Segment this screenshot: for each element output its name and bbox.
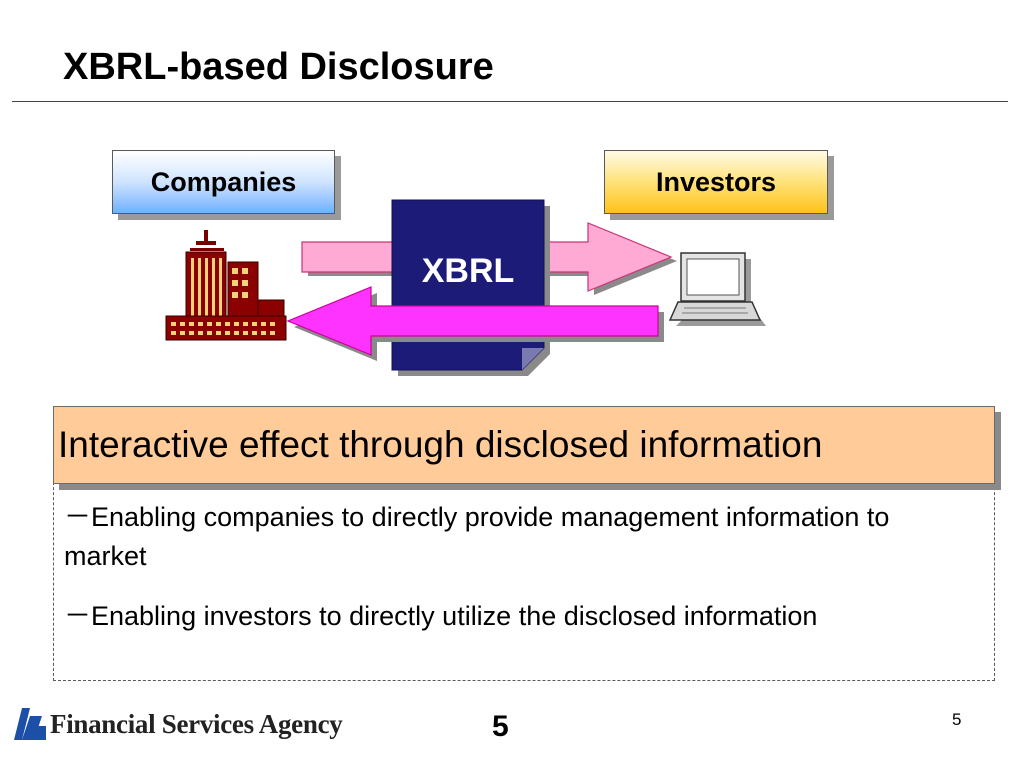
laptop-icon <box>668 252 766 326</box>
investors-label: Investors <box>604 150 828 214</box>
org-name: Financial Services Agency <box>50 709 343 739</box>
title-divider <box>12 101 1008 102</box>
bullet-item: －Enabling investors to directly utilize … <box>64 597 964 636</box>
bullet-text: Enabling companies to directly provide m… <box>64 502 890 571</box>
fsa-logo-icon <box>14 708 46 740</box>
bullet-text: Enabling investors to directly utilize t… <box>91 601 818 631</box>
headline-text: Interactive effect through disclosed inf… <box>58 424 823 465</box>
xbrl-label: XBRL <box>421 252 515 290</box>
arrow-to-companies <box>286 286 664 361</box>
bullet-dash: － <box>64 502 91 533</box>
slide-number: 5 <box>952 710 962 729</box>
bullet-dash: － <box>64 601 91 632</box>
bullet-item: －Enabling companies to directly provide … <box>64 498 964 575</box>
page-title: XBRL-based Disclosure <box>63 46 494 88</box>
companies-label: Companies <box>112 150 335 214</box>
building-icon <box>165 230 287 341</box>
page-number: 5 <box>492 710 509 743</box>
headline-box: Interactive effect through disclosed inf… <box>53 406 995 484</box>
